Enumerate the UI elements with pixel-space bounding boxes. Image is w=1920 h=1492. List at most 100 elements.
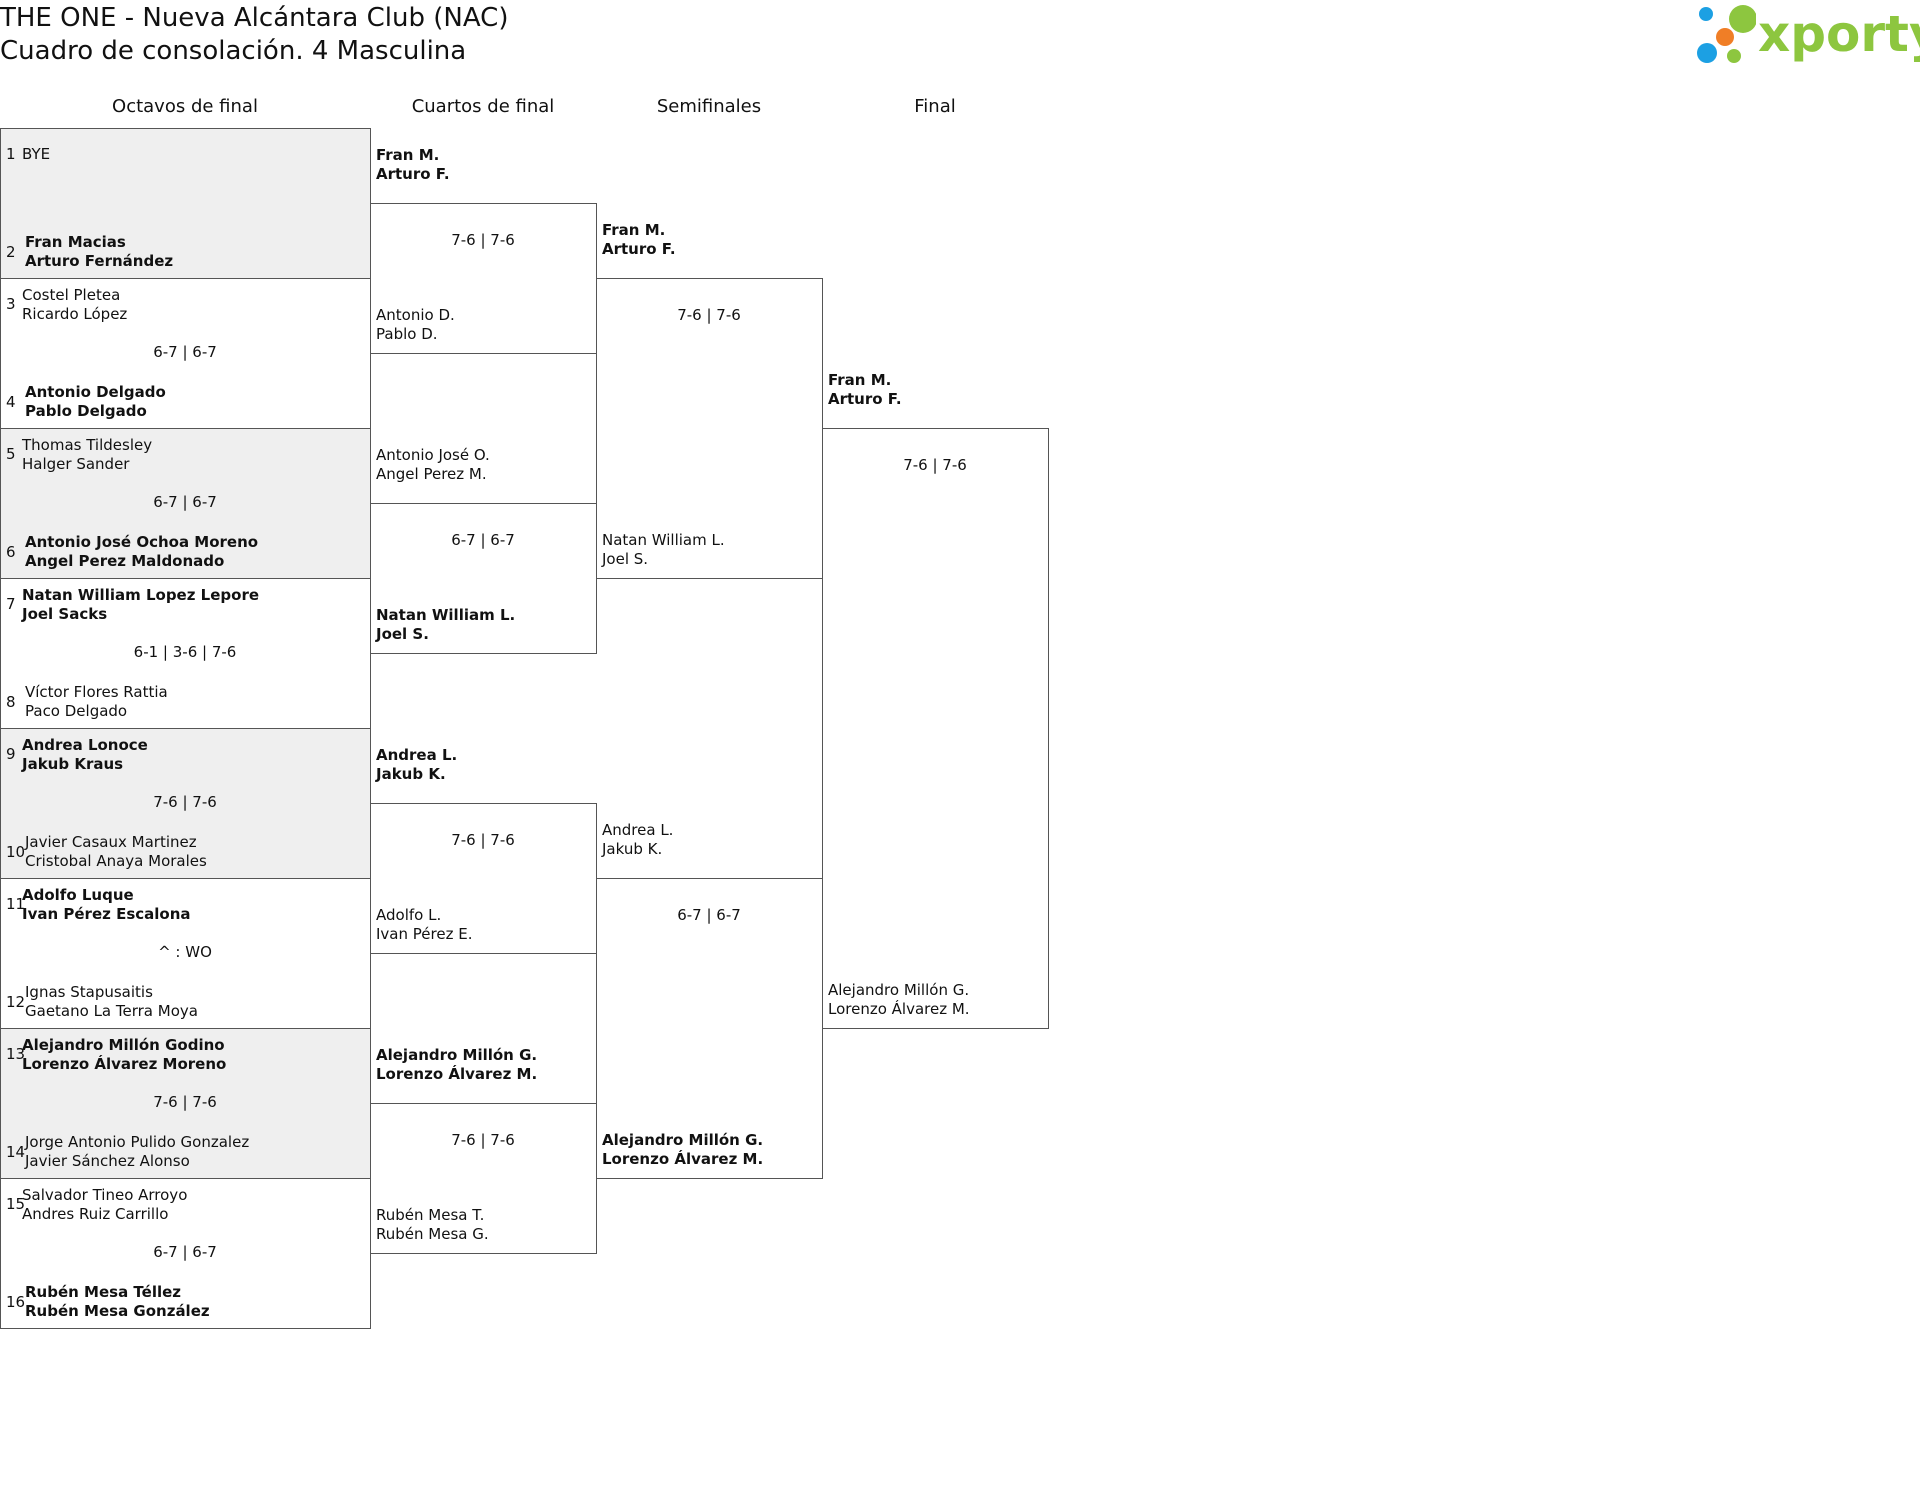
match-score: 7-6 | 7-6 (903, 456, 967, 474)
player-name: Jakub K. (602, 840, 663, 858)
seed-number: 6 (6, 543, 16, 561)
player-name: Adolfo Luque (22, 886, 134, 904)
match-box-octavos (0, 728, 371, 879)
player-name: Víctor Flores Rattia (25, 683, 168, 701)
player-name: Gaetano La Terra Moya (25, 1002, 198, 1020)
team-entry: Fran M.Arturo F. (376, 146, 450, 184)
player-name: Rubén Mesa Téllez (25, 1283, 182, 1301)
player-name: Fran M. (602, 221, 666, 239)
player-name: Natan William L. (602, 531, 725, 549)
logo-dots-icon (1697, 5, 1756, 63)
player-name: Salvador Tineo Arroyo (22, 1186, 188, 1204)
logo-text: xporty (1758, 5, 1920, 63)
round-header-semifinales: Semifinales (656, 96, 762, 117)
team-entry: Fran M.Arturo F. (602, 221, 676, 259)
player-name: Paco Delgado (25, 702, 128, 720)
match-score: 7-6 | 7-6 (451, 831, 515, 849)
match-score: 7-6 | 7-6 (153, 793, 217, 811)
match-score: ^ : WO (158, 943, 212, 961)
match-score: 6-7 | 6-7 (153, 493, 217, 511)
draw-subtitle: Cuadro de consolación. 4 Masculina (0, 36, 467, 66)
player-name: Alejandro Millón Godino (22, 1036, 225, 1054)
match-box-octavos (0, 1028, 371, 1179)
player-name: Halger Sander (22, 455, 130, 473)
team-entry: Natan William L.Joel S. (376, 606, 515, 644)
player-name: Lorenzo Álvarez M. (602, 1150, 764, 1168)
player-name: Joel S. (602, 550, 649, 568)
team-entry: Adolfo L.Ivan Pérez E. (376, 906, 472, 944)
seed-number: 2 (6, 243, 16, 261)
player-name: Alejandro Millón G. (828, 981, 970, 999)
match-score: 6-1 | 3-6 | 7-6 (133, 643, 237, 661)
player-name: Ricardo López (22, 305, 128, 323)
seed-number: 10 (6, 843, 26, 861)
seed-number: 8 (6, 693, 16, 711)
player-name: Alejandro Millón G. (602, 1131, 764, 1149)
player-name: Antonio Delgado (25, 383, 166, 401)
player-name: Andrea L. (376, 746, 458, 764)
match-box-final (822, 428, 1049, 1029)
seed-number: 16 (6, 1293, 26, 1311)
match-score: 6-7 | 6-7 (153, 343, 217, 361)
player-name: Fran M. (828, 371, 892, 389)
player-name: Ivan Pérez E. (376, 925, 473, 943)
team-entry: Alejandro Millón G.Lorenzo Álvarez M. (602, 1131, 763, 1169)
team-entry: BYE (22, 145, 50, 164)
player-name: Jorge Antonio Pulido Gonzalez (25, 1133, 250, 1151)
match-score: 7-6 | 7-6 (451, 1131, 515, 1149)
player-name: Rubén Mesa G. (376, 1225, 489, 1243)
seed-number: 15 (6, 1195, 26, 1213)
match-score: 7-6 | 7-6 (451, 231, 515, 249)
player-name: Natan William Lopez Lepore (22, 586, 260, 604)
player-name: Antonio D. (376, 306, 455, 324)
team-entry: Andrea L.Jakub K. (602, 821, 673, 859)
seed-number: 11 (6, 895, 26, 913)
tournament-title: THE ONE - Nueva Alcántara Club (NAC) (0, 3, 509, 33)
player-name: Cristobal Anaya Morales (25, 852, 207, 870)
player-name: Fran Macias (25, 233, 126, 251)
player-name: Arturo Fernández (25, 252, 174, 270)
seed-number: 7 (6, 595, 16, 613)
team-entry: Antonio D.Pablo D. (376, 306, 455, 344)
xporty-logo: xporty (1690, 2, 1920, 68)
player-name: BYE (22, 145, 51, 163)
player-name: Joel Sacks (22, 605, 108, 623)
player-name: Antonio José Ochoa Moreno (25, 533, 259, 551)
player-name: Alejandro Millón G. (376, 1046, 538, 1064)
player-name: Rubén Mesa González (25, 1302, 210, 1320)
round-header-cuartos: Cuartos de final (411, 96, 555, 117)
player-name: Antonio José O. (376, 446, 490, 464)
player-name: Javier Casaux Martinez (25, 833, 197, 851)
match-score: 6-7 | 6-7 (677, 906, 741, 924)
team-entry: Alejandro Millón G.Lorenzo Álvarez M. (376, 1046, 537, 1084)
match-box-octavos (0, 128, 371, 279)
seed-number: 4 (6, 393, 16, 411)
seed-number: 3 (6, 295, 16, 313)
player-name: Lorenzo Álvarez M. (376, 1065, 538, 1083)
player-name: Ivan Pérez Escalona (22, 905, 191, 923)
player-name: Andres Ruiz Carrillo (22, 1205, 169, 1223)
player-name: Natan William L. (376, 606, 516, 624)
player-name: Andrea Lonoce (22, 736, 148, 754)
round-header-final: Final (914, 96, 956, 117)
match-box-octavos (0, 428, 371, 579)
match-score: 6-7 | 6-7 (153, 1243, 217, 1261)
player-name: Costel Pletea (22, 286, 121, 304)
match-score: 6-7 | 6-7 (451, 531, 515, 549)
match-score: 7-6 | 7-6 (153, 1093, 217, 1111)
seed-number: 13 (6, 1045, 26, 1063)
player-name: Pablo D. (376, 325, 438, 343)
player-name: Rubén Mesa T. (376, 1206, 485, 1224)
